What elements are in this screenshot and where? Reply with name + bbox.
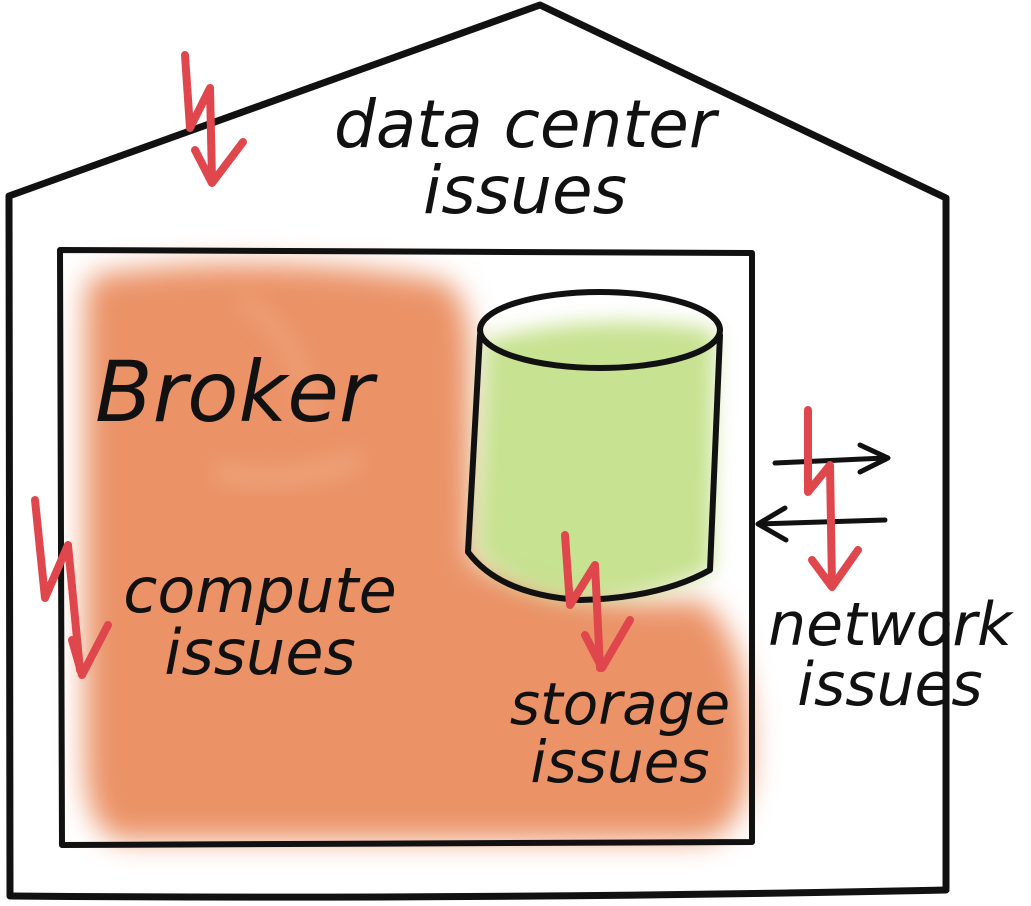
broker-area xyxy=(85,263,751,840)
network-issues-label: network issues xyxy=(755,595,1025,715)
bidirectional-arrows-icon xyxy=(755,442,891,543)
compute-label-line1: compute xyxy=(123,554,397,627)
data-center-issues-label: data center issues xyxy=(315,92,735,224)
storage-label-line2: issues xyxy=(530,728,710,796)
broker-label: Broker xyxy=(95,343,374,441)
storage-issues-label: storage issues xyxy=(490,675,750,791)
network-label-line2: issues xyxy=(797,650,983,720)
network-label-line1: network xyxy=(768,590,1012,660)
network-fault-icon xyxy=(804,406,862,591)
data-center-label-line2: issues xyxy=(423,152,627,229)
data-center-outline xyxy=(5,1,950,900)
data-center-label-line1: data center xyxy=(334,86,716,163)
compute-label-line2: issues xyxy=(164,616,356,689)
compute-fault-icon xyxy=(31,496,112,679)
broker-box xyxy=(57,247,755,848)
storage-label-line1: storage xyxy=(509,670,731,738)
storage-cylinder-icon xyxy=(465,289,723,603)
compute-issues-label: compute issues xyxy=(110,560,410,684)
data-center-fault-icon xyxy=(181,51,247,187)
data-center-floor xyxy=(8,886,950,901)
storage-fault-icon xyxy=(561,531,634,672)
